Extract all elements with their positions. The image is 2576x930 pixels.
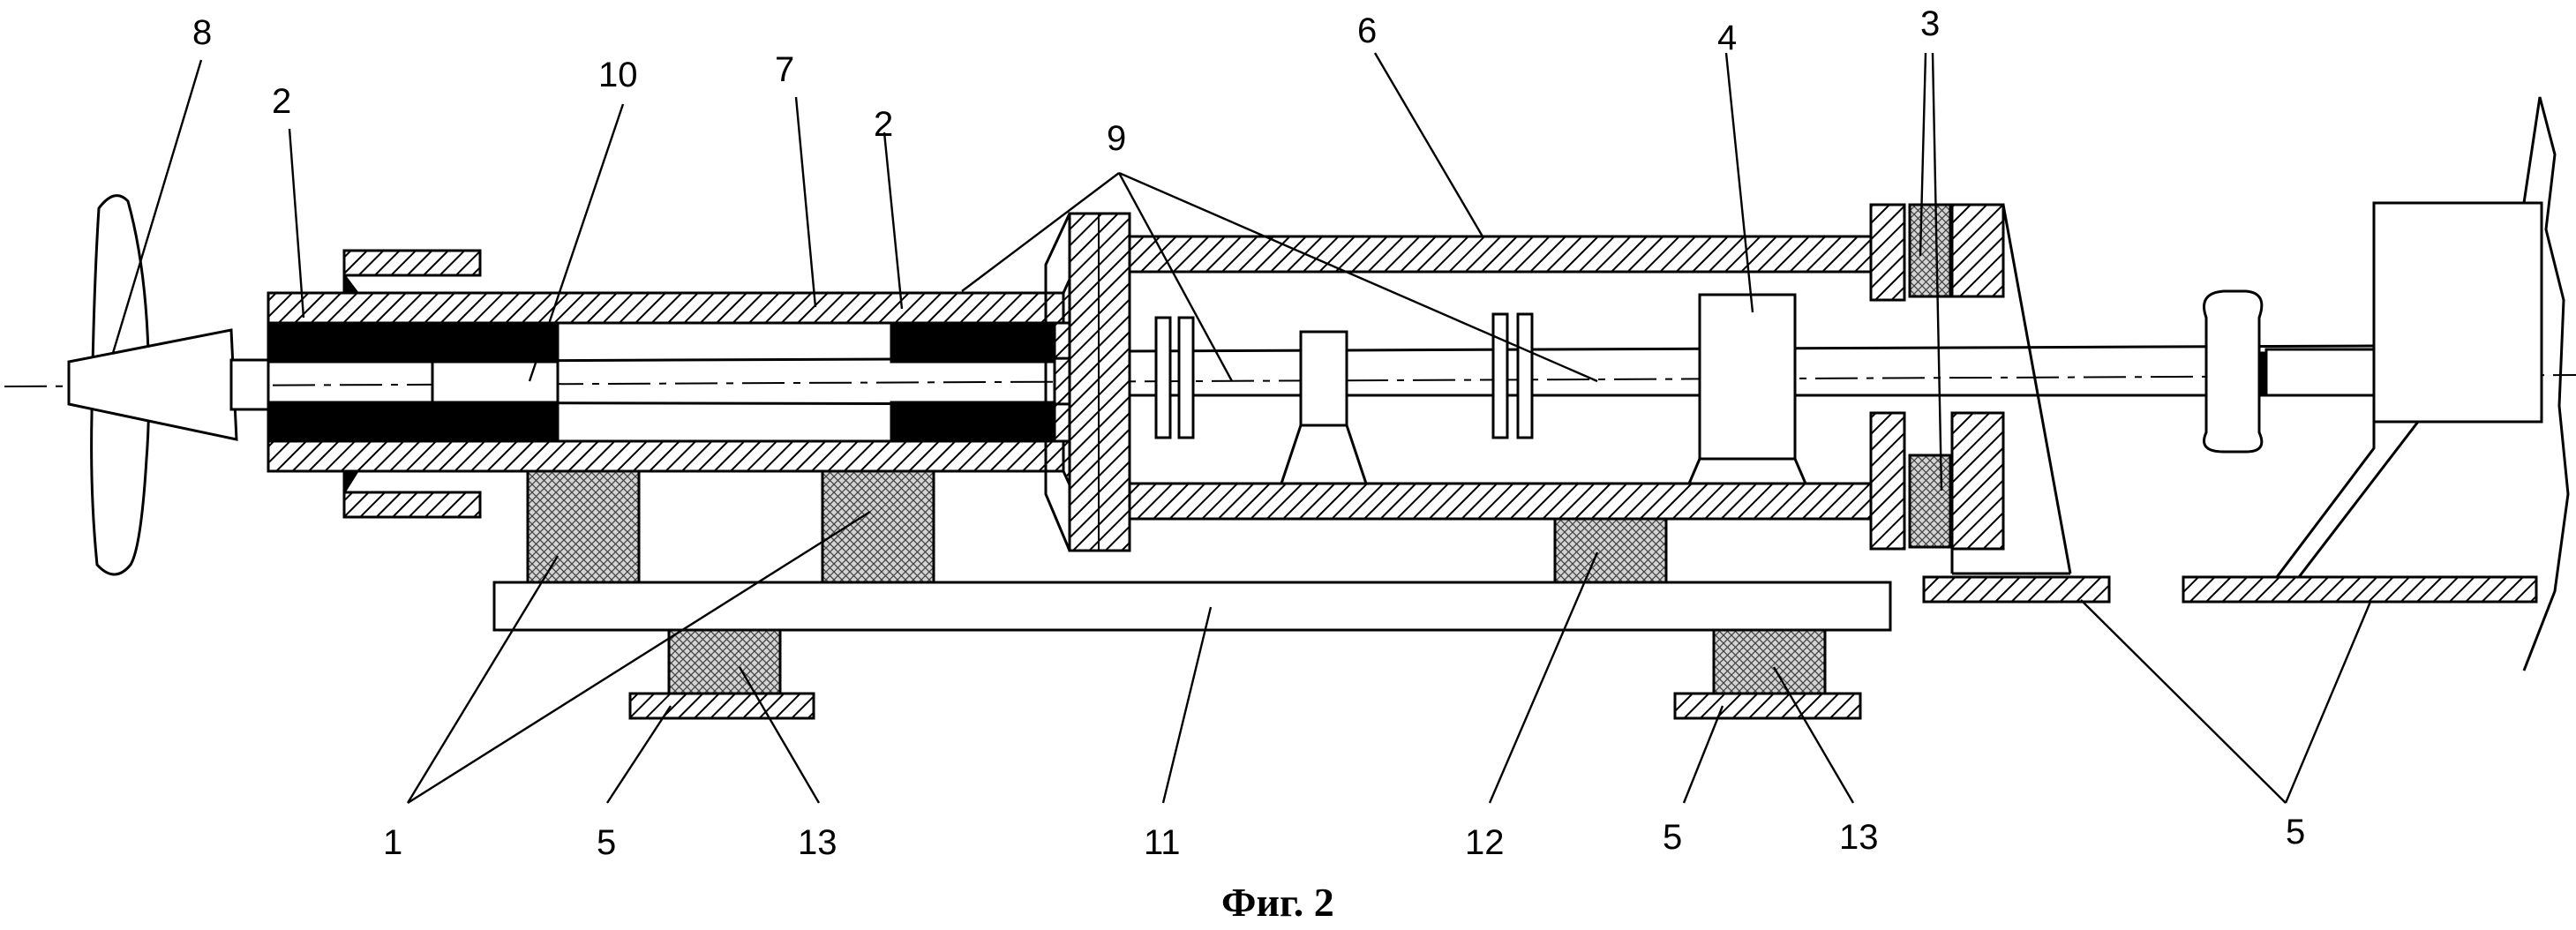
shock-absorber-13b xyxy=(1712,628,1827,695)
coupling-sleeve xyxy=(431,360,560,404)
figure-caption: Фиг. 2 xyxy=(1221,880,1334,925)
label-11: 11 xyxy=(1144,823,1181,862)
engine xyxy=(2273,96,2570,671)
label-5-a: 5 xyxy=(597,823,616,862)
propeller xyxy=(67,194,238,576)
label-12: 12 xyxy=(1465,823,1505,862)
hull-support-d xyxy=(2182,575,2538,604)
label-2-left: 2 xyxy=(272,82,291,121)
label-3: 3 xyxy=(1920,4,1940,43)
leader-lines xyxy=(111,52,2372,805)
bearing-right xyxy=(890,321,1065,443)
bulkhead-seal xyxy=(1869,203,2005,551)
label-1: 1 xyxy=(383,823,402,862)
label-7: 7 xyxy=(775,50,794,89)
thrust-block xyxy=(1698,293,1797,461)
shock-absorber-13a xyxy=(667,628,782,695)
label-8: 8 xyxy=(192,13,212,52)
elastic-coupling xyxy=(2203,289,2264,454)
axis-centerline xyxy=(4,374,2576,387)
label-13-a: 13 xyxy=(798,823,837,862)
label-5-b: 5 xyxy=(1663,818,1682,857)
propeller-shaft-end xyxy=(229,358,270,411)
coupling-disk-4 xyxy=(1516,312,1534,439)
shaft-support-block xyxy=(1299,330,1348,427)
label-2-right: 2 xyxy=(874,105,893,144)
shock-absorber-12 xyxy=(1553,517,1668,584)
coupling-disk-2 xyxy=(1177,316,1195,439)
coupling-disk-1 xyxy=(1154,316,1172,439)
seal-connector-upper xyxy=(342,271,360,295)
bearing-left xyxy=(267,321,560,443)
label-9: 9 xyxy=(1107,119,1126,158)
label-4: 4 xyxy=(1717,19,1737,57)
label-5-c: 5 xyxy=(2286,813,2305,851)
shock-absorber-1a xyxy=(526,469,641,584)
seal-lower xyxy=(342,491,482,519)
hull-support-c xyxy=(1922,575,2111,604)
seal-connector-lower xyxy=(342,469,360,498)
label-13-b: 13 xyxy=(1839,818,1879,857)
label-6: 6 xyxy=(1357,11,1377,50)
hull-support-a xyxy=(628,692,815,720)
shock-absorber-1b xyxy=(821,469,935,584)
propeller-hub xyxy=(67,328,238,441)
coupling-disk-3 xyxy=(1491,312,1509,439)
foundation-frame xyxy=(492,581,1892,632)
label-10: 10 xyxy=(598,56,638,94)
seal-upper xyxy=(342,249,482,277)
hull-support-b xyxy=(1673,692,1862,720)
